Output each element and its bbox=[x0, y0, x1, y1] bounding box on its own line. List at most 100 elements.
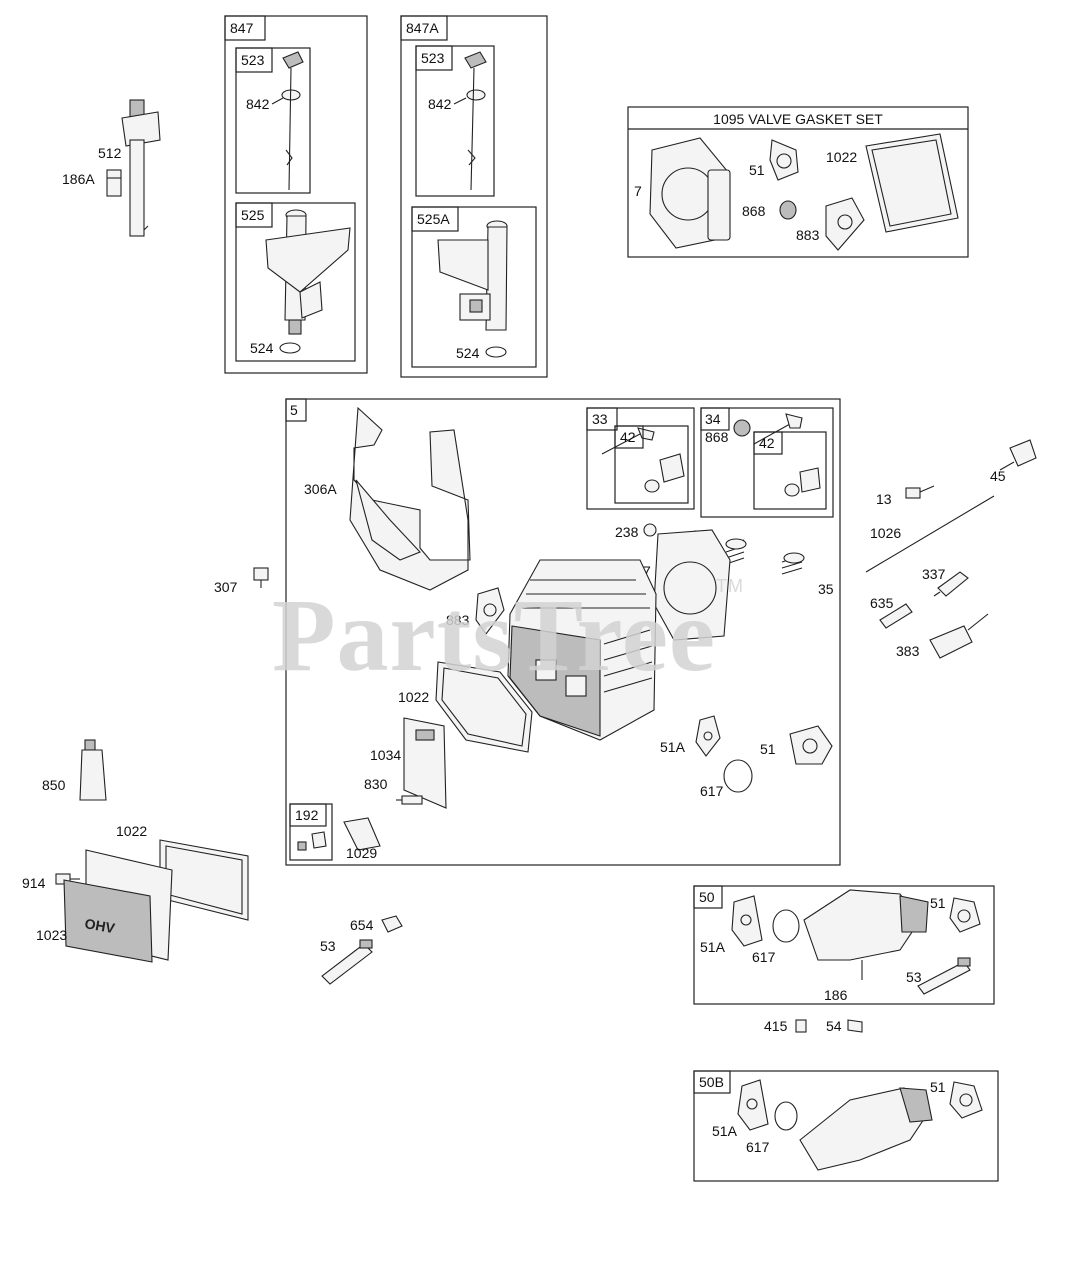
label-186A: 186A bbox=[62, 171, 95, 187]
box-192[interactable]: 192 bbox=[289, 803, 333, 861]
fitting-186A[interactable] bbox=[106, 169, 122, 197]
bolt-icon[interactable] bbox=[253, 567, 269, 588]
box-5-cylinder-head[interactable]: 5 306A 33 42 34 bbox=[285, 398, 841, 866]
valve-seal-icon bbox=[779, 200, 797, 220]
gasket-icon[interactable] bbox=[475, 587, 505, 635]
label-1026: 1026 bbox=[870, 525, 901, 541]
label-914: 914 bbox=[22, 875, 46, 891]
box-847-label: 847 bbox=[230, 20, 254, 36]
label-53-b: 53 bbox=[906, 969, 922, 985]
gasket-icon[interactable] bbox=[653, 529, 731, 641]
dipstick-tube-512[interactable] bbox=[121, 99, 161, 237]
gasket-icon bbox=[825, 197, 865, 251]
box-847A-525A-label: 525A bbox=[417, 211, 450, 227]
spring-icon[interactable] bbox=[725, 538, 747, 565]
label-868-a: 868 bbox=[742, 203, 766, 219]
label-238: 238 bbox=[615, 524, 639, 540]
o-ring-icon[interactable] bbox=[723, 759, 753, 793]
label-524-a: 524 bbox=[250, 340, 274, 356]
plug-415[interactable] bbox=[795, 1019, 807, 1033]
label-306A: 306A bbox=[304, 481, 337, 497]
label-337: 337 bbox=[922, 566, 946, 582]
cylinder-head-icon[interactable] bbox=[507, 559, 657, 741]
label-842-a: 842 bbox=[246, 96, 270, 112]
deflector-icon[interactable] bbox=[343, 817, 381, 851]
dipstick-icon bbox=[464, 51, 487, 191]
bolt-icon[interactable] bbox=[396, 795, 423, 805]
valve-icon[interactable] bbox=[999, 439, 1037, 471]
label-617-d: 617 bbox=[746, 1139, 770, 1155]
gasket-icon[interactable] bbox=[159, 839, 249, 921]
label-51A-b: 51A bbox=[660, 739, 686, 755]
label-7-b: 7 bbox=[643, 563, 651, 579]
gasket-icon[interactable] bbox=[435, 661, 533, 753]
gasket-icon bbox=[649, 137, 731, 249]
gasket-icon bbox=[865, 133, 959, 233]
nut-654[interactable] bbox=[381, 915, 403, 933]
nut-238[interactable] bbox=[643, 523, 657, 537]
box-50B-label: 50B bbox=[699, 1074, 724, 1090]
label-1022-b: 1022 bbox=[398, 689, 429, 705]
bolt-icon[interactable] bbox=[55, 873, 80, 885]
label-53-a: 53 bbox=[320, 938, 336, 954]
label-1022-c: 1022 bbox=[116, 823, 147, 839]
breather-plate-icon[interactable] bbox=[403, 717, 447, 809]
box-1095-title: 1095 VALVE GASKET SET bbox=[713, 111, 883, 127]
valve-cover-icon[interactable]: OHV bbox=[63, 849, 173, 963]
box-34-42-label: 42 bbox=[759, 435, 775, 451]
label-307: 307 bbox=[214, 579, 238, 595]
label-512: 512 bbox=[98, 145, 122, 161]
label-842-b: 842 bbox=[428, 96, 452, 112]
fuel-solenoid-icon[interactable] bbox=[929, 613, 989, 659]
stud-icon bbox=[917, 957, 971, 995]
label-1022-a: 1022 bbox=[826, 149, 857, 165]
box-50-label: 50 bbox=[699, 889, 715, 905]
bolt-icon[interactable] bbox=[847, 1019, 863, 1033]
push-rod-icon[interactable] bbox=[865, 495, 995, 573]
box-847-525-label: 525 bbox=[241, 207, 265, 223]
label-186: 186 bbox=[824, 987, 848, 1003]
box-847-523-label: 523 bbox=[241, 52, 265, 68]
o-ring-icon bbox=[774, 1101, 798, 1131]
box-50B[interactable]: 50B 51A 617 51 bbox=[693, 1070, 999, 1182]
intake-manifold-icon bbox=[799, 1087, 933, 1171]
gasket-icon bbox=[737, 1079, 769, 1131]
box-50[interactable]: 50 51A 617 186 51 53 bbox=[693, 885, 995, 1005]
box-192-label: 192 bbox=[295, 807, 319, 823]
spark-plug-icon[interactable] bbox=[933, 571, 969, 597]
label-617-b: 617 bbox=[700, 783, 724, 799]
spring-icon[interactable] bbox=[781, 552, 805, 575]
label-13: 13 bbox=[876, 491, 892, 507]
o-ring-icon bbox=[772, 909, 800, 943]
valve-cover-ohv-logo: OHV bbox=[83, 915, 116, 936]
stud-53[interactable] bbox=[321, 939, 373, 985]
box-847[interactable]: 847 523 842 525 524 bbox=[224, 15, 368, 374]
bolt-icon[interactable] bbox=[905, 485, 935, 499]
spark-plug-boot-icon[interactable] bbox=[879, 603, 913, 629]
label-830: 830 bbox=[364, 776, 388, 792]
gasket-icon[interactable] bbox=[695, 715, 721, 757]
o-ring-icon bbox=[279, 342, 301, 354]
label-51A-d: 51A bbox=[712, 1123, 738, 1139]
box-847A[interactable]: 847A 523 842 525A 524 bbox=[400, 15, 548, 378]
label-7-a: 7 bbox=[634, 183, 642, 199]
o-ring-icon bbox=[485, 346, 507, 358]
box-33-label: 33 bbox=[592, 411, 608, 427]
valve-icon bbox=[753, 413, 803, 445]
box-847A-523-label: 523 bbox=[421, 50, 445, 66]
label-617-c: 617 bbox=[752, 949, 776, 965]
dipstick-icon bbox=[281, 51, 304, 191]
label-883-a: 883 bbox=[796, 227, 820, 243]
box-33[interactable]: 33 42 bbox=[586, 407, 695, 510]
gasket-icon[interactable] bbox=[789, 725, 833, 765]
sealant-tube-icon[interactable] bbox=[79, 739, 107, 801]
valve-seal-icon bbox=[659, 453, 685, 483]
label-635: 635 bbox=[870, 595, 894, 611]
label-654: 654 bbox=[350, 917, 374, 933]
label-383: 383 bbox=[896, 643, 920, 659]
label-51A-c: 51A bbox=[700, 939, 726, 955]
label-524-b: 524 bbox=[456, 345, 480, 361]
box-1095-valve-gasket-set[interactable]: 1095 VALVE GASKET SET 7 51 868 883 1022 bbox=[627, 106, 969, 258]
box-34[interactable]: 34 868 42 bbox=[700, 407, 834, 518]
